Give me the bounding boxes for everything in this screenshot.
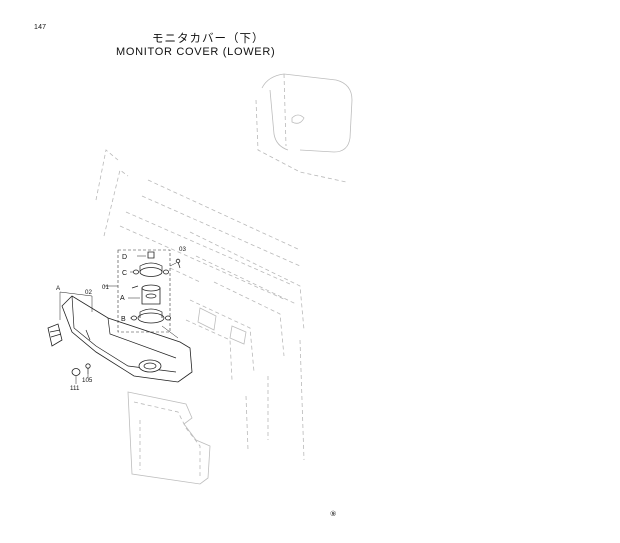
bracket-part-a: [47, 323, 63, 347]
monitor-mount-assembly: [117, 249, 181, 333]
title-english: MONITOR COVER (LOWER): [116, 46, 276, 58]
page-number: 147: [34, 24, 47, 31]
callout-ref-d: D: [122, 254, 127, 261]
callout-105: 105: [82, 377, 93, 384]
footer-mark: ⑨: [330, 511, 336, 518]
small-fasteners: [71, 363, 91, 376]
callout-02: 02: [85, 289, 92, 296]
callout-01: 01: [102, 284, 109, 291]
ghost-side-panel: [127, 391, 211, 485]
callout-ref-b: B: [121, 316, 126, 323]
ghost-cab-frame: [95, 149, 305, 461]
callout-ref-a-left: A: [56, 285, 61, 292]
callout-ref-a-box: A: [120, 295, 125, 302]
callout-03: 03: [179, 246, 186, 253]
ghost-monitor-housing: [255, 73, 353, 183]
title-japanese: モニタカバー（下）: [152, 31, 265, 45]
callout-111: 111: [70, 385, 80, 392]
callout-ref-c: C: [122, 270, 127, 277]
lower-monitor-cover: [61, 295, 193, 383]
leader-lines: [59, 255, 179, 384]
